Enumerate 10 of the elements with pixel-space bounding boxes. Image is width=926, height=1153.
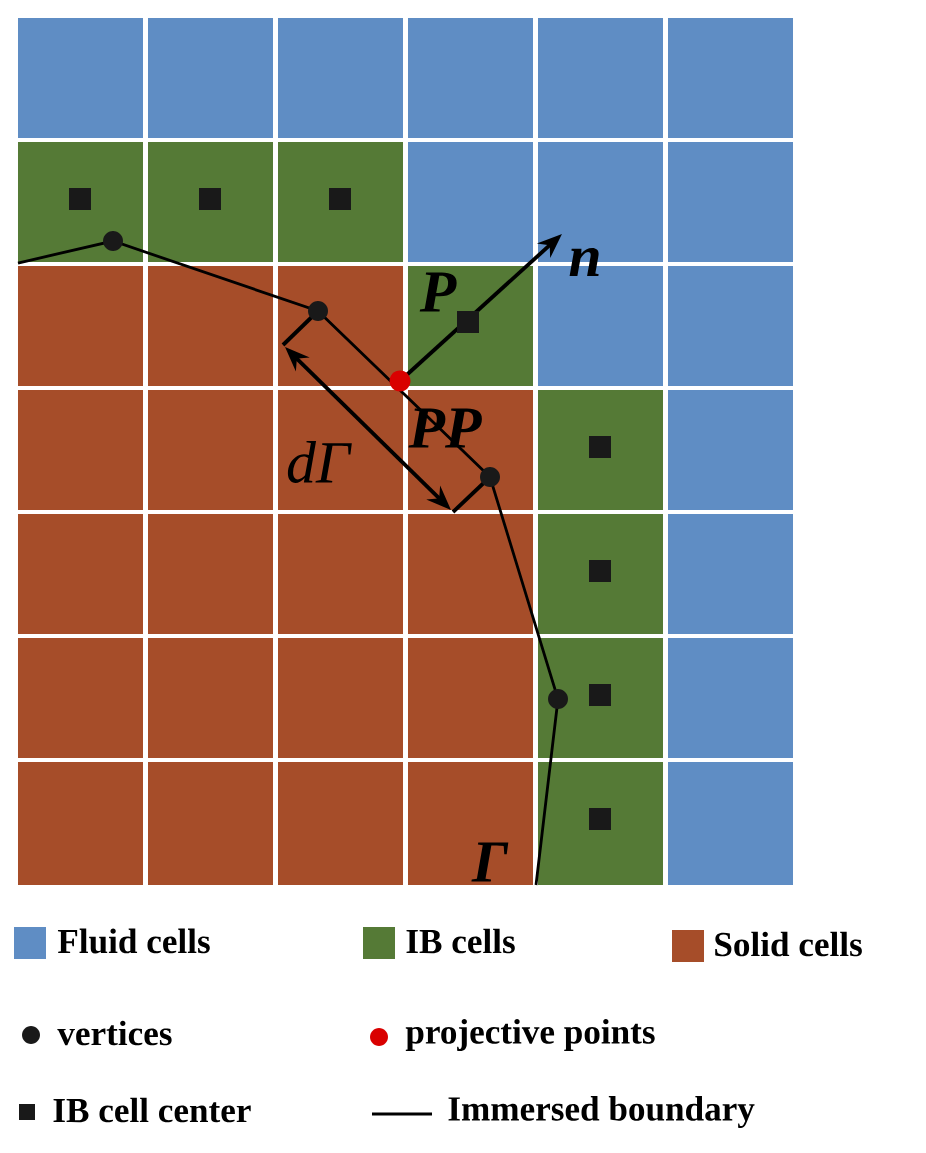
legend-label: IB cells xyxy=(406,928,515,954)
legend-label: IB cell center xyxy=(53,1097,251,1123)
math-label: P xyxy=(419,272,457,312)
legend-label: projective points xyxy=(405,1019,655,1051)
legend-label: vertices xyxy=(57,1020,172,1046)
math-label: dΓ xyxy=(287,441,352,484)
math-label: Γ xyxy=(471,842,509,882)
legend-label: Fluid cells xyxy=(57,928,210,954)
legend-label: Immersed boundary xyxy=(448,1096,755,1128)
legend-label: Solid cells xyxy=(715,931,862,957)
